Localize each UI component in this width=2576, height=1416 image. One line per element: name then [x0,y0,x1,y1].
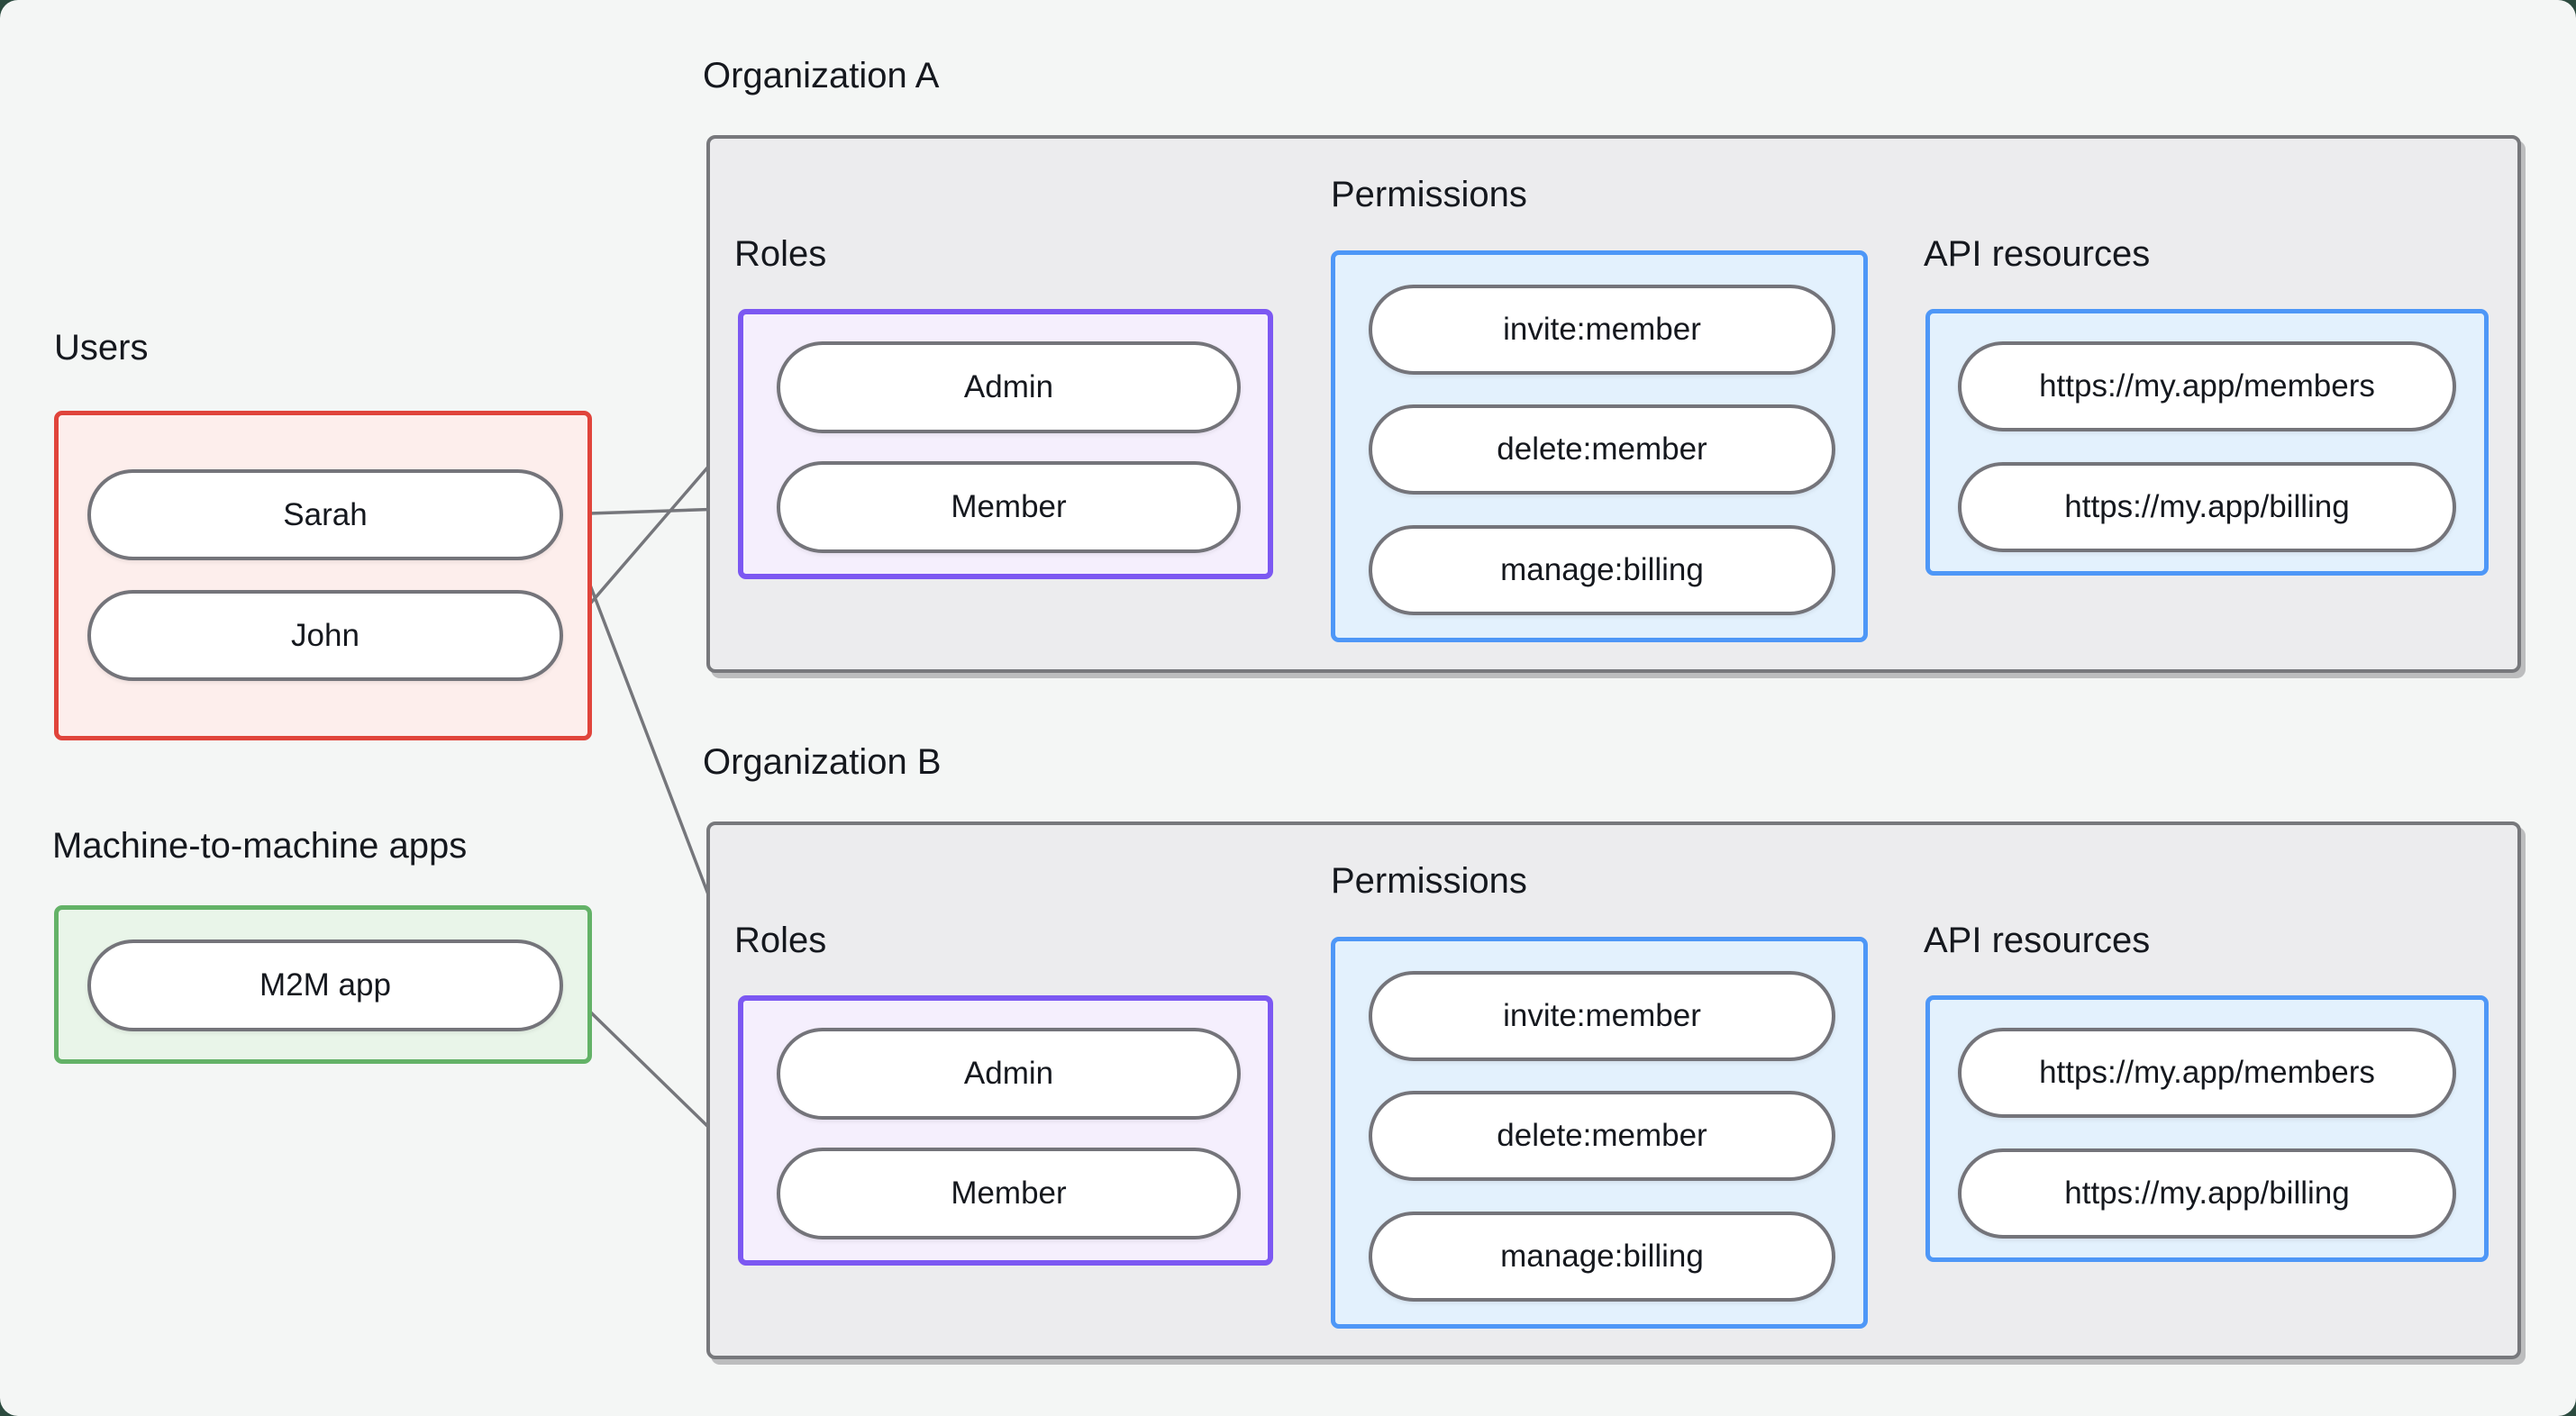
org-b-api-resources-label: API resources [1924,921,2151,960]
users-group-box [54,411,592,740]
org-b-role-member: Member [777,1148,1241,1239]
org-b-api-members: https://my.app/members [1958,1028,2456,1118]
org-a-api-resources-label: API resources [1924,234,2151,274]
org-a-role-member: Member [777,461,1241,553]
org-b-roles-label: Roles [734,921,827,960]
org-b-permission-manage-billing: manage:billing [1369,1212,1835,1302]
org-a-permission-invite-member: invite:member [1369,285,1835,375]
m2m-section-label: Machine-to-machine apps [52,826,468,866]
org-a-permission-manage-billing: manage:billing [1369,525,1835,615]
org-a-permissions-label: Permissions [1331,175,1527,214]
org-a-api-billing: https://my.app/billing [1958,462,2456,552]
m2m-node-app: M2M app [87,939,563,1031]
org-b-permission-invite-member: invite:member [1369,971,1835,1061]
org-b-permissions-label: Permissions [1331,861,1527,901]
org-a-api-members: https://my.app/members [1958,341,2456,431]
user-node-john: John [87,590,563,681]
org-b-api-billing: https://my.app/billing [1958,1148,2456,1239]
org-b-title: Organization B [703,742,942,782]
org-a-permission-delete-member: delete:member [1369,404,1835,495]
user-node-sarah: Sarah [87,469,563,560]
org-b-permission-delete-member: delete:member [1369,1091,1835,1181]
org-a-role-admin: Admin [777,341,1241,433]
users-section-label: Users [54,328,149,368]
org-b-role-admin: Admin [777,1028,1241,1120]
org-a-title: Organization A [703,56,940,95]
org-a-roles-label: Roles [734,234,827,274]
